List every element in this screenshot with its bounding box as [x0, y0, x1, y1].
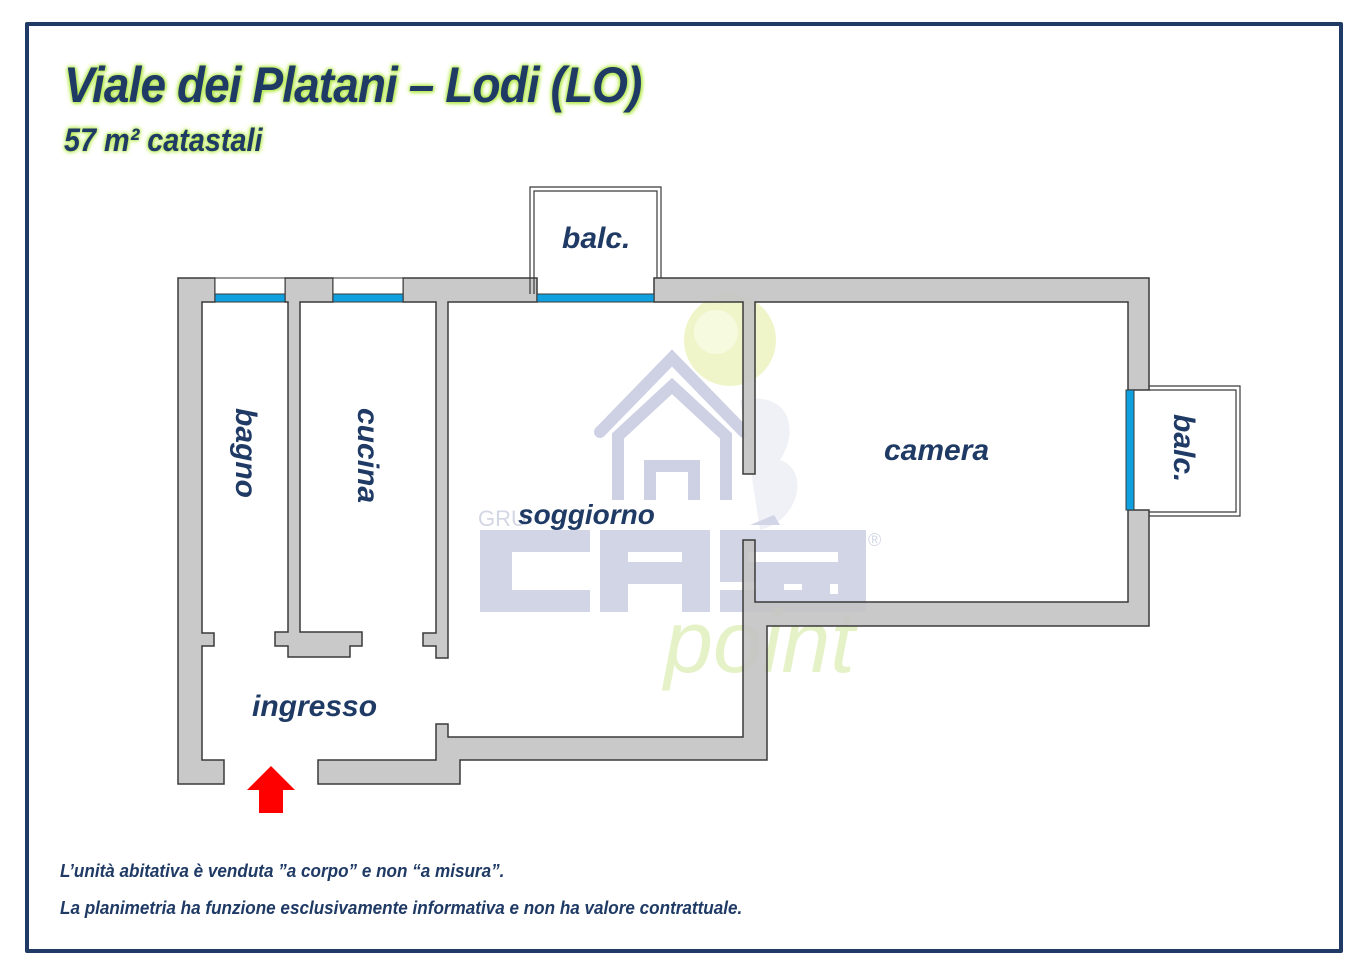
windows [214, 277, 1135, 511]
arrow-up-icon [247, 766, 295, 813]
balconies [529, 186, 1241, 517]
walls [177, 277, 1150, 785]
footer-note-disclaimer: La planimetria ha funzione esclusivament… [60, 898, 743, 918]
page-title: Viale dei Platani – Lodi (LO) [64, 57, 642, 113]
room-label-soggiorno: soggiorno [518, 499, 655, 530]
watermark-logo: GRU ® point [478, 294, 881, 691]
footer-note-sale: L’unità abitativa è venduta ”a corpo” e … [60, 861, 505, 881]
room-label-camera: camera [884, 434, 989, 467]
room-label-bagno: bagno [229, 408, 262, 498]
room-label-balcony-right: balc. [1167, 414, 1200, 482]
area-subtitle: 57 m² catastali [64, 122, 263, 158]
room-label-ingresso: ingresso [252, 690, 377, 723]
svg-text:®: ® [868, 530, 881, 550]
page-frame [25, 22, 1343, 953]
room-label-balcony-top: balc. [562, 222, 630, 255]
svg-text:GRU: GRU [478, 506, 527, 531]
room-label-cucina: cucina [351, 408, 384, 503]
